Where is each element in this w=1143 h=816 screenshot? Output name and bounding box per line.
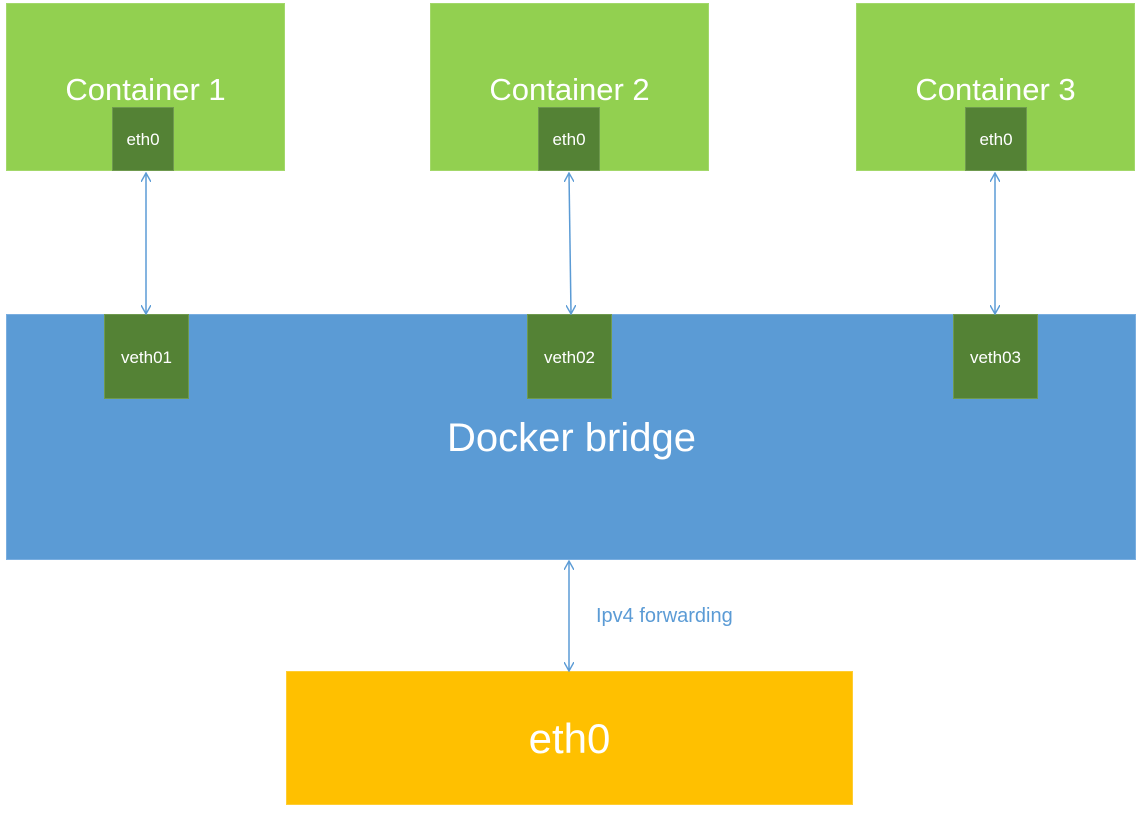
veth03-port: veth03 <box>953 314 1038 399</box>
container-1-title: Container 1 <box>65 72 226 107</box>
link-container-2-veth02 <box>569 174 571 313</box>
container-2-eth0: eth0 <box>538 107 600 171</box>
container-2-title: Container 2 <box>489 72 650 107</box>
veth02-port: veth02 <box>527 314 612 399</box>
container-3-title: Container 3 <box>915 72 1076 107</box>
docker-bridge-title: Docker bridge <box>446 416 696 460</box>
container-1-eth0: eth0 <box>112 107 174 171</box>
container-2-box: Container 2 <box>430 3 709 171</box>
host-eth0-box: eth0 <box>286 671 853 805</box>
ipv4-forwarding-label: Ipv4 forwarding <box>596 605 733 627</box>
container-3-eth0: eth0 <box>965 107 1027 171</box>
